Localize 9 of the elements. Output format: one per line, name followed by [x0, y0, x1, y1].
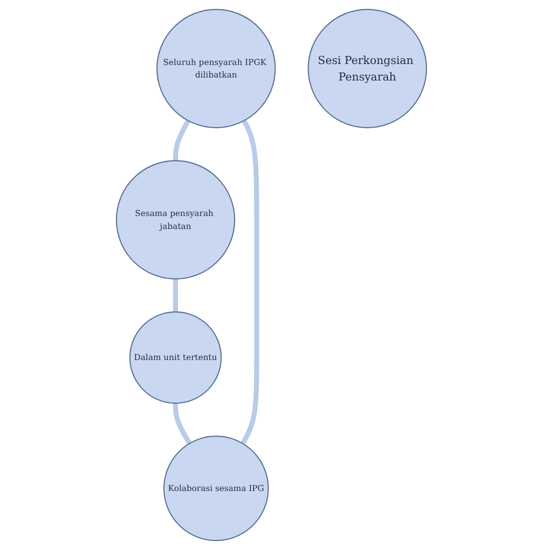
node-circle: Dalam unit tertentu	[128, 310, 222, 404]
connector	[172, 278, 178, 312]
connector	[172, 402, 192, 444]
node-circle: Sesama pensyarah jabatan	[115, 160, 235, 279]
node-circle: Kolaborasi sesama IPG	[162, 435, 268, 541]
node-circle: Seluruh pensyarah IPGK dilibatkan	[156, 8, 276, 128]
connector	[240, 118, 259, 444]
node-circle: Sesi Perkongsian Pensyarah	[307, 8, 427, 128]
connector	[172, 118, 190, 160]
